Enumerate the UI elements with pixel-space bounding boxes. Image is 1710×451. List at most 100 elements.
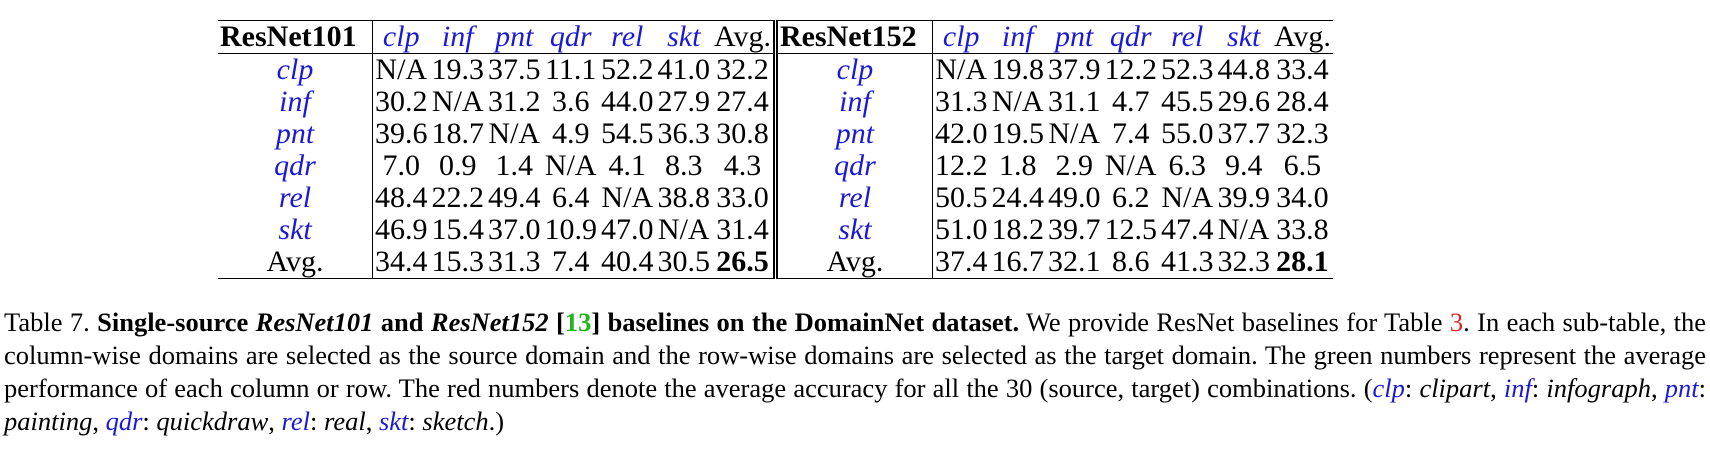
table-header-row: ResNet101 clp inf pnt qdr rel skt Avg. R…	[218, 20, 1333, 54]
table-cell: N/A	[488, 117, 541, 150]
legend-full: real	[324, 406, 366, 436]
row-label: qdr	[218, 150, 373, 182]
table-cell: N/A	[544, 149, 597, 182]
table-reference-link[interactable]: 3	[1449, 307, 1464, 337]
column-header: qdr	[1109, 20, 1152, 53]
results-table: ResNet101 clp inf pnt qdr rel skt Avg. R…	[218, 20, 1333, 279]
column-header: qdr	[549, 20, 592, 53]
table-cell: 41.3	[1160, 245, 1214, 278]
legend-abbr: rel	[281, 406, 311, 436]
table-cell: 42.0	[934, 117, 988, 150]
table-cell: 47.0	[601, 213, 654, 246]
citation-link[interactable]: 13	[564, 307, 592, 337]
column-header: rel	[1171, 20, 1204, 53]
table-cell: 31.3	[934, 85, 988, 118]
table-cell: N/A	[935, 53, 988, 86]
legend-full: quickdraw	[156, 406, 269, 436]
row-label: clp	[775, 53, 933, 86]
legend-abbr: clp	[1372, 373, 1405, 403]
left-model-header: ResNet101	[218, 20, 373, 54]
row-label: Avg.	[775, 246, 933, 279]
table-cell: 12.2	[934, 149, 988, 182]
table-cell: 2.9	[1055, 149, 1093, 182]
table-cell: 32.1	[1047, 245, 1101, 278]
table-cell: 6.5	[1283, 149, 1322, 182]
table-cell: 6.4	[552, 181, 590, 214]
table-cell: 6.3	[1168, 149, 1206, 182]
table-cell: 50.5	[934, 181, 988, 214]
table-cell: 4.9	[552, 117, 590, 150]
table-cell: 0.9	[439, 149, 477, 182]
column-header: inf	[441, 20, 474, 53]
row-label: clp	[218, 53, 373, 86]
column-header-avg: Avg.	[712, 20, 778, 54]
table-cell: 10.9	[544, 213, 598, 246]
table-cell: 45.5	[1160, 85, 1214, 118]
column-header: inf	[1001, 20, 1034, 53]
table-cell: 6.2	[1111, 181, 1150, 214]
table-cell: 47.4	[1160, 213, 1214, 246]
column-header-avg: Avg.	[1273, 20, 1331, 53]
row-label: inf	[218, 86, 373, 118]
table-cell: 15.4	[431, 213, 485, 246]
column-header: skt	[667, 20, 701, 53]
table-cell: 30.2	[375, 85, 428, 118]
table-cell: 31.2	[488, 85, 541, 118]
legend-abbr: pnt	[1664, 373, 1699, 403]
table-cell: 27.4	[712, 86, 778, 118]
table-cell: 33.0	[712, 182, 778, 214]
table-cell: 37.4	[934, 245, 988, 278]
row-label: rel	[218, 182, 373, 214]
table-cell: 32.3	[1217, 245, 1270, 278]
table-cell: 49.4	[488, 181, 541, 214]
table-cell: 44.0	[601, 85, 654, 118]
row-label: rel	[775, 182, 933, 214]
table-cell: 7.4	[552, 245, 590, 278]
table-cell: 48.4	[375, 181, 428, 214]
column-header: pnt	[495, 20, 534, 53]
column-header: clp	[382, 20, 420, 53]
table-cell: N/A	[1217, 213, 1270, 246]
table-cell: 40.4	[601, 245, 654, 278]
table-cell: 18.2	[991, 213, 1044, 246]
table-cell: N/A	[1048, 117, 1101, 150]
table-cell: 26.5	[712, 246, 778, 279]
table-cell: 24.4	[991, 181, 1044, 214]
table-cell: 18.7	[431, 117, 485, 150]
table-cell: 16.7	[991, 245, 1044, 278]
column-header: clp	[942, 20, 980, 53]
table-cell: 54.5	[601, 117, 654, 150]
table-cell: 29.6	[1217, 85, 1270, 118]
table-cell: 31.3	[488, 245, 541, 278]
table-cell: 12.2	[1104, 53, 1157, 86]
table-cell: 15.3	[431, 245, 485, 278]
table-cell: 28.1	[1276, 245, 1329, 278]
row-label: inf	[775, 86, 933, 118]
table-cell: 44.8	[1217, 53, 1270, 86]
row-label: qdr	[775, 150, 933, 182]
caption-text: . In each sub-table, the column-wise dom…	[4, 307, 1707, 403]
legend-abbr: qdr	[105, 406, 143, 436]
table-cell: 9.4	[1224, 149, 1263, 182]
table-cell: 37.0	[488, 213, 541, 246]
table-cell: 37.9	[1047, 53, 1101, 86]
table-cell: 39.6	[375, 117, 428, 150]
table-cell: N/A	[657, 213, 710, 246]
table-cell: 19.3	[431, 53, 485, 86]
table-cell: 34.0	[1276, 181, 1329, 214]
table-cell: 32.3	[1276, 117, 1329, 150]
table-cell: N/A	[991, 85, 1044, 118]
table-cell: 39.9	[1217, 181, 1270, 214]
caption-label: Table 7.	[4, 307, 90, 337]
table-cell: 7.4	[1111, 117, 1150, 150]
table-cell: 30.8	[712, 118, 778, 150]
table-cell: 52.2	[601, 53, 654, 86]
table-cell: 52.3	[1160, 53, 1214, 86]
table-cell: 7.0	[382, 149, 421, 182]
